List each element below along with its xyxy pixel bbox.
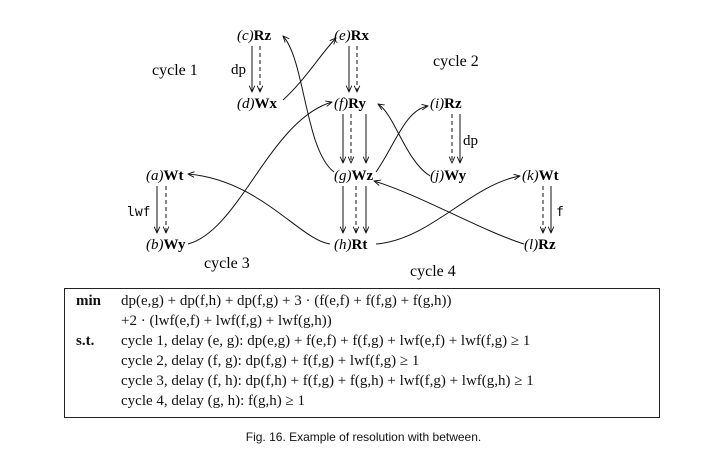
node-f: (f)Ry — [334, 96, 366, 112]
edge-j-f-rf — [378, 104, 431, 177]
min-keyword: min — [76, 293, 102, 309]
cycle-2-label: cycle 2 — [433, 53, 479, 70]
edge-label-ij: dp — [463, 133, 478, 149]
figure-caption: Fig. 16. Example of resolution with betw… — [245, 430, 482, 444]
edge-b-f-rf — [187, 102, 332, 245]
edge-h-a-fr — [188, 174, 331, 245]
edge-label-cd: dp — [231, 62, 246, 78]
node-i: (i)Rz — [430, 96, 462, 112]
node-d: (d)Wx — [237, 96, 278, 112]
edge-label-kl: f — [556, 205, 564, 220]
edge-label-ab: lwf — [127, 205, 150, 220]
node-a: (a)Wt — [146, 168, 184, 184]
objective-line-1: dp(e,g) + dp(f,h) + dp(f,g) + 3 · (f(e,f… — [121, 293, 452, 309]
node-l: (l)Rz — [524, 237, 556, 253]
edge-d-e-rf — [282, 38, 336, 101]
edge-g-c-fr — [283, 36, 335, 173]
cycle-4-label: cycle 4 — [410, 263, 456, 280]
edge-g-i-rf — [375, 106, 428, 173]
node-g: (g)Wz — [334, 168, 374, 184]
constraint-3: cycle 3, delay (f, h): dp(f,h) + f(f,g) … — [121, 373, 534, 389]
cycle-3-label: cycle 3 — [204, 255, 250, 272]
node-h: (h)Rt — [334, 237, 367, 253]
node-b: (b)Wy — [146, 237, 186, 253]
edge-h-k-fr — [375, 176, 520, 245]
node-j: (j)Wy — [430, 168, 467, 184]
constraint-1: cycle 1, delay (e, g): dp(e,g) + f(e,f) … — [121, 333, 531, 349]
optimization-box: min dp(e,g) + dp(f,h) + dp(f,g) + 3 · (f… — [64, 288, 660, 418]
st-keyword: s.t. — [76, 333, 95, 349]
node-e: (e)Rx — [334, 28, 369, 44]
constraint-4: cycle 4, delay (g, h): f(g,h) ≥ 1 — [121, 393, 305, 409]
node-c: (c)Rz — [237, 28, 271, 44]
node-k: (k)Wt — [522, 168, 559, 184]
objective-line-2: +2 · (lwf(e,f) + lwf(f,g) + lwf(g,h)) — [121, 313, 332, 329]
edge-l-g-rf — [374, 181, 525, 245]
constraint-2: cycle 2, delay (f, g): dp(f,g) + f(f,g) … — [121, 353, 420, 369]
cycle-1-label: cycle 1 — [152, 62, 198, 79]
